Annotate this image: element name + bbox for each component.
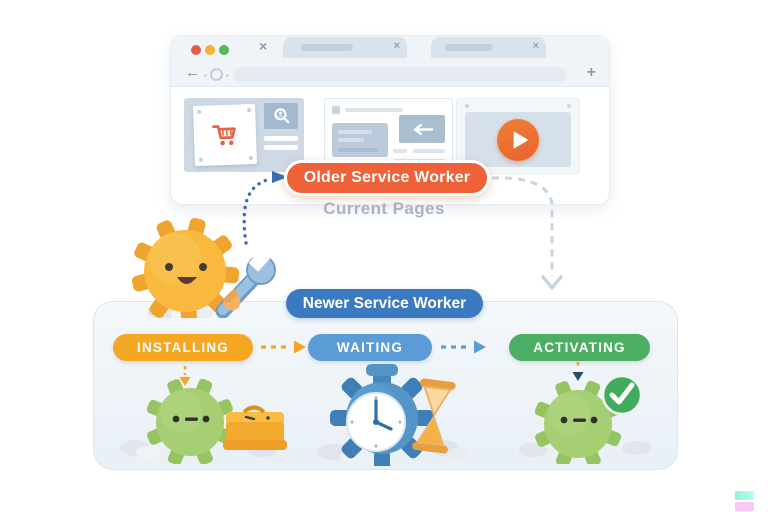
nav-dot	[204, 74, 207, 77]
text-line	[338, 130, 372, 134]
newer-badge-label: Newer Service Worker	[302, 294, 467, 312]
browser-tab: ×	[431, 37, 546, 58]
product-tile	[192, 103, 258, 167]
state-pill-activating: ACTIVATING	[509, 334, 650, 361]
pin-dot	[465, 104, 469, 108]
older-badge-label: Older Service Worker	[303, 169, 471, 186]
pin-dot	[248, 156, 253, 161]
state-pill-installing: INSTALLING	[113, 334, 253, 361]
state-pill-waiting: WAITING	[308, 334, 432, 361]
traffic-light-maximize-icon	[219, 45, 229, 55]
watermark-mint-block	[735, 491, 754, 500]
new-tab-icon: +	[586, 64, 596, 81]
play-icon	[497, 118, 539, 161]
tab-title-placeholder	[301, 44, 353, 51]
reload-icon	[210, 68, 223, 81]
video-placeholder	[465, 112, 571, 167]
traffic-light-close-icon	[191, 45, 201, 55]
pin-dot	[198, 157, 203, 162]
text-line	[264, 145, 298, 150]
newer-service-worker-badge: Newer Service Worker	[286, 289, 483, 318]
state-label: INSTALLING	[137, 340, 229, 355]
pin-dot	[247, 108, 252, 113]
nav-dot	[226, 74, 229, 77]
text-line	[413, 149, 445, 153]
watermark	[735, 491, 754, 512]
text-line	[345, 108, 403, 112]
panel-placeholder	[332, 123, 388, 157]
text-line	[338, 148, 378, 152]
current-pages-label: Current Pages	[323, 199, 445, 218]
browser-chrome: × × × ← +	[171, 36, 609, 87]
text-line	[393, 149, 407, 153]
traffic-light-minimize-icon	[205, 45, 215, 55]
person-search-icon	[274, 108, 290, 124]
image-placeholder	[399, 115, 445, 143]
tab-close-icon: ×	[259, 38, 268, 54]
back-arrow-icon	[413, 123, 434, 136]
address-bar	[233, 67, 567, 82]
older-service-worker-badge: Older Service Worker	[284, 160, 490, 196]
browser-tab: ×	[283, 37, 407, 58]
watermark-pink-block	[735, 502, 754, 511]
tab-close-icon: ×	[532, 40, 539, 52]
tab-title-placeholder	[445, 44, 493, 51]
back-icon: ←	[185, 64, 200, 81]
pin-dot	[567, 104, 571, 108]
newer-service-worker-panel	[93, 301, 678, 470]
text-line	[338, 138, 364, 142]
shop-page-card	[184, 98, 304, 172]
video-page-card	[456, 98, 580, 174]
state-label: ACTIVATING	[533, 340, 626, 355]
bullet-square	[332, 106, 340, 114]
state-label: WAITING	[336, 340, 404, 355]
tab-close-icon: ×	[393, 40, 400, 52]
search-tile	[264, 103, 298, 129]
shopping-cart-icon	[212, 125, 236, 146]
pin-dot	[197, 109, 202, 114]
text-line	[264, 136, 298, 141]
